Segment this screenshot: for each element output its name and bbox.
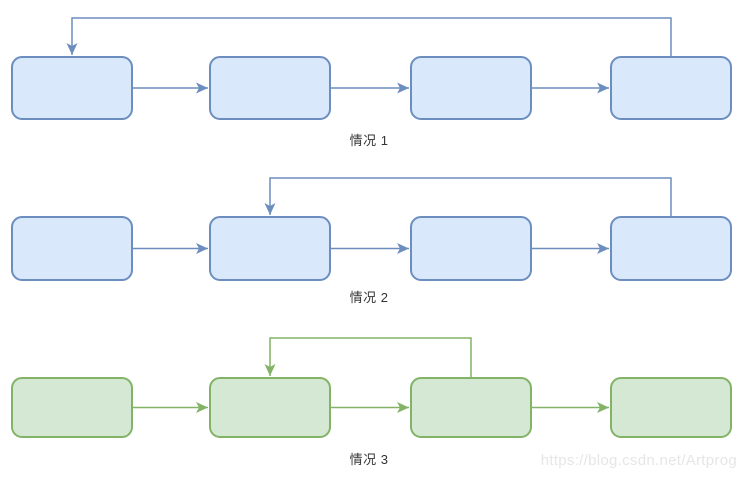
case-row [11, 337, 732, 438]
list-node-box [11, 216, 133, 281]
list-node-box [610, 216, 732, 281]
list-node-box [11, 56, 133, 120]
list-node-box [209, 56, 331, 120]
cycle-back-arrow [264, 177, 672, 216]
case-1-label: 情况 1 [349, 133, 389, 148]
watermark-text: https://blog.csdn.net/Artprog [540, 452, 737, 469]
case-row [11, 177, 732, 281]
list-node-box [410, 216, 532, 281]
list-node-box [410, 56, 532, 120]
case-3-label: 情况 3 [349, 452, 389, 467]
cycle-back-arrow [264, 337, 472, 377]
list-node-box [209, 216, 331, 281]
cycle-back-arrow [66, 17, 672, 56]
list-node-box [610, 377, 732, 438]
list-node-box [610, 56, 732, 120]
list-node-box [209, 377, 331, 438]
list-node-box [410, 377, 532, 438]
list-node-box [11, 377, 133, 438]
case-row [11, 17, 732, 120]
case-2-label: 情况 2 [349, 290, 389, 305]
